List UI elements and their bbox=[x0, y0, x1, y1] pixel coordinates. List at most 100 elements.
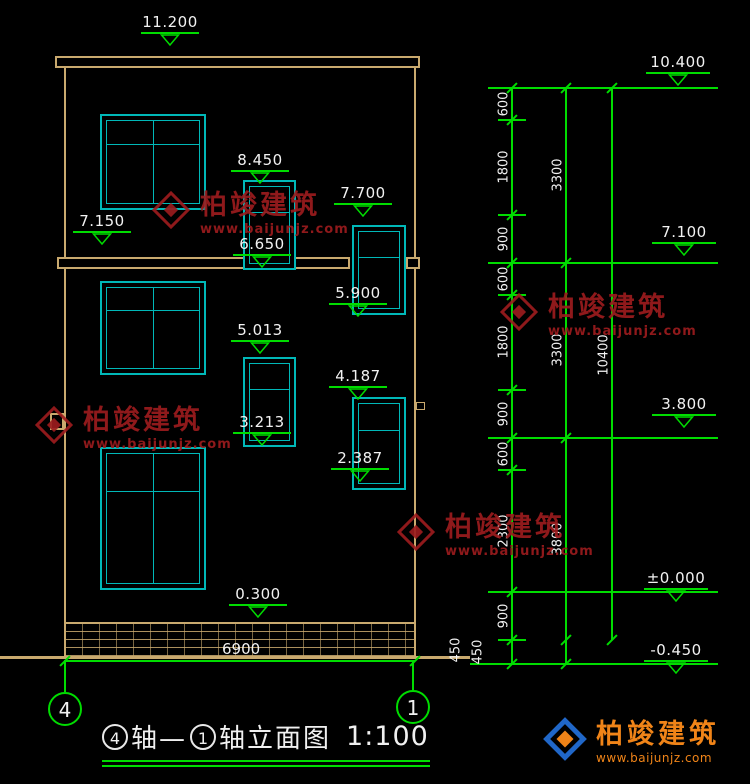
elev-bar bbox=[334, 203, 392, 205]
ground-line bbox=[0, 656, 470, 659]
watermark-url: www.baijunjz.com bbox=[445, 544, 594, 559]
window-mullion bbox=[358, 430, 400, 432]
elev-bar bbox=[73, 231, 131, 233]
elev-triangle-icon bbox=[348, 305, 368, 317]
elev-label: 6.650 bbox=[239, 235, 285, 253]
window-mullion bbox=[153, 287, 154, 369]
elev-marker-neg0450: -0.450 bbox=[641, 642, 711, 674]
watermark-diamond-icon bbox=[151, 190, 191, 230]
watermark-diamond-icon bbox=[34, 405, 74, 445]
elev-bar bbox=[644, 588, 708, 590]
elev-label: 2.387 bbox=[337, 449, 383, 467]
elev-bar bbox=[329, 303, 387, 305]
elev-bar bbox=[644, 660, 708, 662]
elev-triangle-icon bbox=[252, 256, 272, 268]
elev-label: 0.300 bbox=[235, 585, 281, 603]
watermark-url: www.baijunjz.com bbox=[200, 222, 349, 237]
dim-chain-line-outer bbox=[611, 88, 613, 640]
mid-floor-slab-stub bbox=[406, 257, 420, 269]
watermark-brand: 柏竣建筑 bbox=[445, 512, 565, 543]
dim-value: 900 bbox=[496, 226, 512, 252]
elev-label: 8.450 bbox=[237, 151, 283, 169]
logo-brand: 柏竣建筑 bbox=[596, 719, 720, 750]
watermark-url: www.baijunjz.com bbox=[548, 324, 697, 339]
watermark-brand: 柏竣建筑 bbox=[548, 292, 668, 323]
dim-chain-line-mid bbox=[565, 88, 567, 664]
elev-label: 5.900 bbox=[335, 284, 381, 302]
elev-label: 11.200 bbox=[142, 13, 198, 31]
elev-marker-7100: 7.100 bbox=[649, 224, 719, 256]
title-underline bbox=[102, 765, 430, 767]
elev-marker-4187: 4.187 bbox=[323, 368, 393, 400]
dim-value: 1800 bbox=[496, 150, 512, 184]
elev-marker-6650: 6.650 bbox=[227, 236, 297, 268]
elev-bar bbox=[233, 254, 291, 256]
elev-bar bbox=[331, 468, 389, 470]
right-wall bbox=[414, 68, 416, 622]
window-bottom-large bbox=[100, 447, 206, 590]
dim-value: 900 bbox=[496, 603, 512, 629]
logo-diamond-icon bbox=[543, 716, 587, 761]
company-logo: 柏竣建筑 www.baijunjz.com bbox=[543, 712, 720, 765]
elev-marker-7150: 7.150 bbox=[67, 213, 137, 245]
elev-label: 7.150 bbox=[79, 212, 125, 230]
elev-triangle-icon bbox=[92, 233, 112, 245]
elev-marker-3213: 3.213 bbox=[227, 414, 297, 446]
elev-label: -0.450 bbox=[650, 641, 702, 659]
elev-label: 7.700 bbox=[340, 184, 386, 202]
title-text: 轴立面图 bbox=[219, 724, 332, 754]
watermark: 柏竣建筑 www.baijunjz.com bbox=[395, 505, 594, 559]
axis-bubble-4: 4 bbox=[48, 692, 82, 726]
dim-value: 3300 bbox=[550, 158, 566, 192]
dim-value: 600 bbox=[496, 441, 512, 467]
dim-level-line bbox=[488, 591, 718, 593]
elev-label: 5.013 bbox=[237, 321, 283, 339]
watermark-diamond-icon bbox=[396, 512, 436, 552]
elev-triangle-icon bbox=[248, 606, 268, 618]
bottom-dim-value: 6900 bbox=[222, 640, 261, 658]
window-stair-lower bbox=[352, 397, 406, 490]
elev-label: ±0.000 bbox=[646, 569, 706, 587]
elev-triangle-icon bbox=[666, 590, 686, 602]
watermark-brand: 柏竣建筑 bbox=[83, 405, 203, 436]
elev-triangle-icon bbox=[668, 74, 688, 86]
elev-triangle-icon bbox=[160, 34, 180, 46]
elev-marker-0300: 0.300 bbox=[223, 586, 293, 618]
elev-bar bbox=[233, 432, 291, 434]
window-inner-frame bbox=[358, 403, 400, 484]
drawing-title: 4 轴— 1 轴立面图 1:100 bbox=[102, 718, 429, 755]
dim-value-total: 10400 bbox=[596, 334, 612, 376]
watermark-brand: 柏竣建筑 bbox=[200, 190, 320, 221]
left-wall bbox=[64, 68, 66, 622]
elev-label: 10.400 bbox=[650, 53, 706, 71]
elev-marker-8450: 8.450 bbox=[225, 152, 295, 184]
elev-triangle-icon bbox=[666, 662, 686, 674]
elev-bar bbox=[652, 242, 716, 244]
elev-marker-11200: 11.200 bbox=[135, 14, 205, 46]
elev-marker-7700: 7.700 bbox=[328, 185, 398, 217]
logo-url: www.baijunjz.com bbox=[596, 751, 713, 765]
window-stair-upper bbox=[352, 225, 406, 315]
elev-triangle-icon bbox=[250, 172, 270, 184]
elev-bar bbox=[229, 604, 287, 606]
window-mid-large bbox=[100, 281, 206, 375]
watermark-diamond-icon bbox=[499, 292, 539, 332]
elev-triangle-icon bbox=[348, 388, 368, 400]
dim-level-line bbox=[470, 663, 718, 665]
elev-bar bbox=[231, 170, 289, 172]
window-inner-frame bbox=[249, 186, 290, 264]
window-top-large bbox=[100, 114, 206, 210]
title-text: 轴— bbox=[131, 724, 188, 754]
axis-bubble-1: 1 bbox=[396, 690, 430, 724]
dim-level-line bbox=[488, 437, 718, 439]
dim-chain-line-inner bbox=[511, 88, 513, 664]
window-mullion bbox=[249, 389, 290, 391]
axis-ext-line-right bbox=[412, 660, 414, 690]
elev-marker-5013: 5.013 bbox=[225, 322, 295, 354]
elev-marker-10400: 10.400 bbox=[643, 54, 713, 86]
elev-bar bbox=[646, 72, 710, 74]
elev-label: 3.213 bbox=[239, 413, 285, 431]
elev-triangle-icon bbox=[353, 205, 373, 217]
elev-marker-2387: 2.387 bbox=[325, 450, 395, 482]
elev-triangle-icon bbox=[674, 244, 694, 256]
